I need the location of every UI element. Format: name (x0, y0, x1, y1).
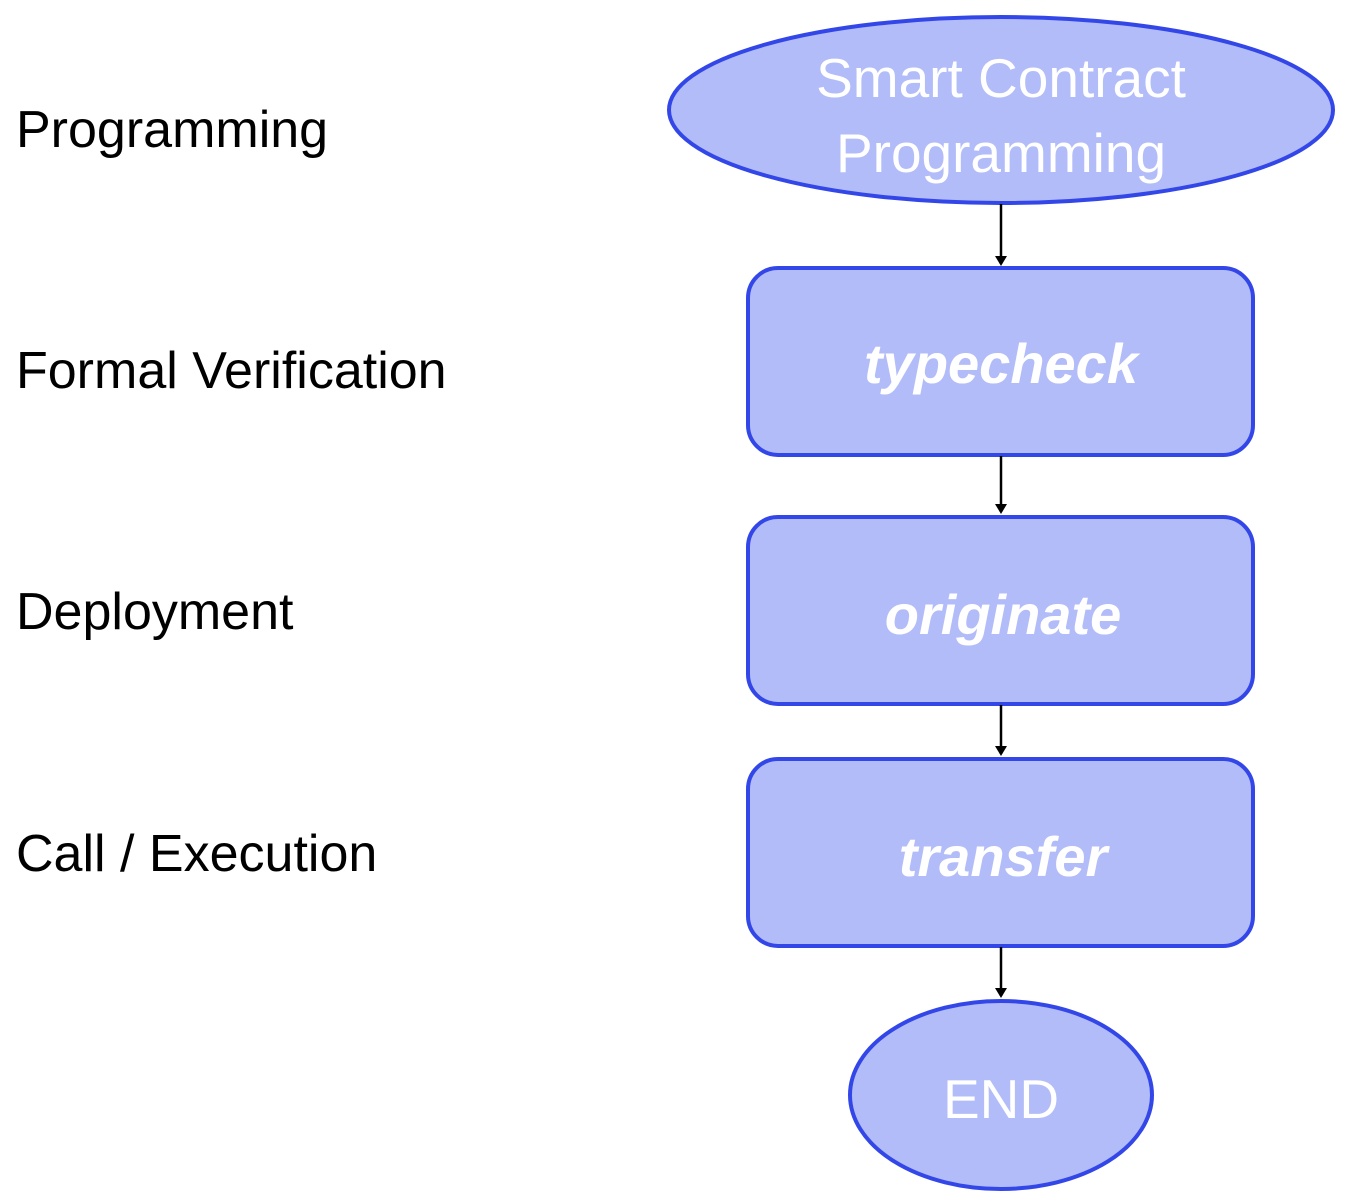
transfer-box (746, 757, 1255, 948)
stage-label-deployment: Deployment (16, 583, 294, 641)
start-ellipse (667, 15, 1335, 205)
originate-label: originate (885, 583, 1121, 646)
end-ellipse (848, 999, 1154, 1191)
typecheck-node: typecheck (746, 266, 1255, 457)
start-node: Smart Contract Programming (667, 15, 1335, 205)
start-node-line2: Programming (836, 122, 1166, 184)
end-node: END (848, 999, 1154, 1191)
typecheck-label: typecheck (864, 332, 1141, 395)
originate-box (746, 515, 1255, 706)
transfer-node: transfer (746, 757, 1255, 948)
end-label: END (943, 1068, 1059, 1130)
typecheck-box (746, 266, 1255, 457)
stage-label-programming: Programming (16, 101, 329, 159)
originate-node: originate (746, 515, 1255, 706)
start-node-line1: Smart Contract (816, 47, 1186, 109)
transfer-label: transfer (899, 825, 1111, 888)
stage-label-call-execution: Call / Execution (16, 825, 378, 883)
stage-label-formal-verification: Formal Verification (16, 342, 447, 400)
